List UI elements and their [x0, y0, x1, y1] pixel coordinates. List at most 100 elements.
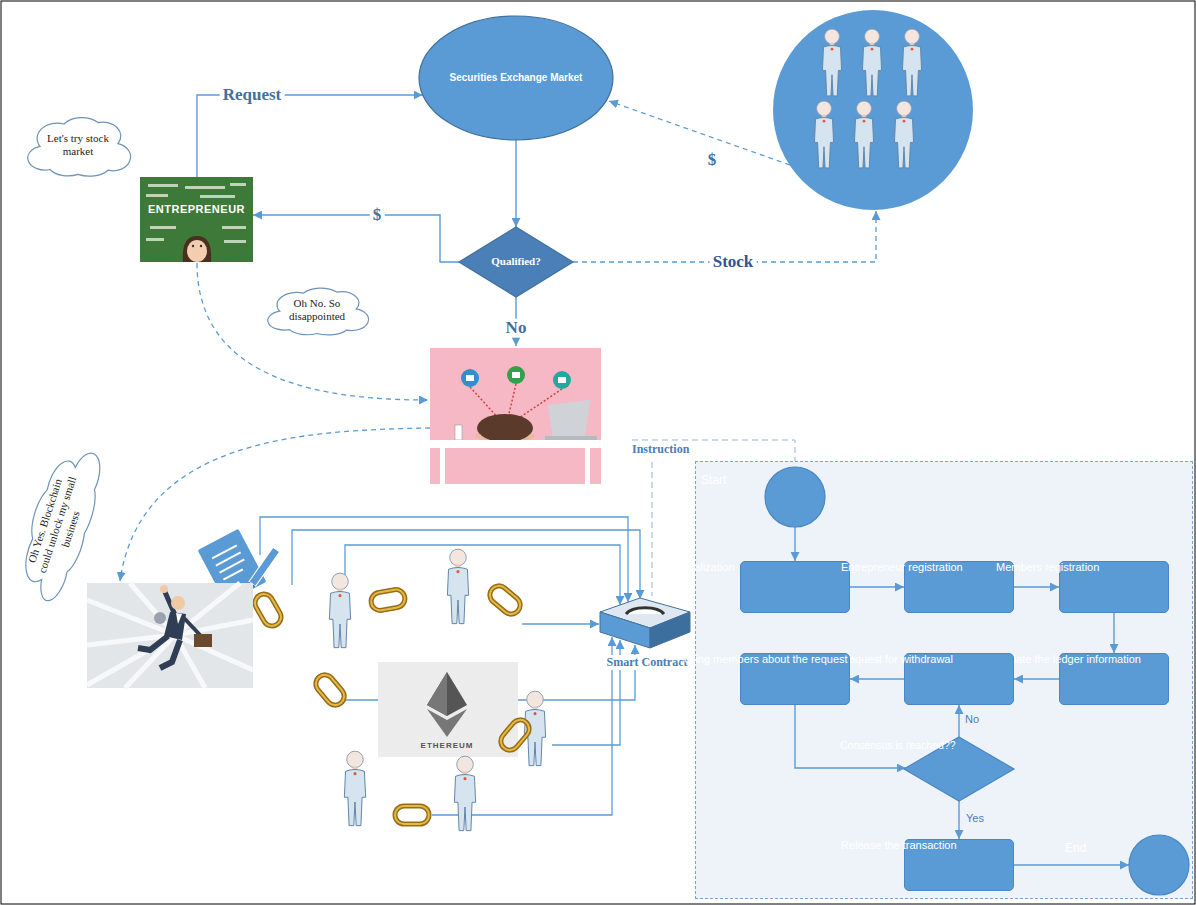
flying-man-picture	[160, 585, 168, 593]
node-text-holder: Oh No. So disappointed	[268, 287, 366, 333]
entrepreneur-photo	[230, 183, 246, 186]
terminal-circle-outline	[765, 467, 825, 527]
dashed-flow-line	[197, 263, 428, 400]
thought-cloud-outline	[28, 118, 131, 177]
smart-contract-icon	[600, 598, 690, 648]
ethereum-logo	[427, 709, 467, 737]
investor-crowd	[773, 10, 973, 210]
decision-diamond: Qualified?	[459, 227, 573, 297]
terminal-circle-outline	[765, 467, 825, 527]
connector-arrow	[515, 140, 516, 227]
flying-man-picture	[87, 583, 253, 688]
chain-link	[395, 806, 429, 824]
ethereum-logo	[378, 662, 518, 757]
entrepreneur-photo	[148, 184, 178, 187]
thought-cloud: Oh No. So disappointed	[268, 282, 366, 338]
node-text-holder: Initialization	[741, 581, 849, 593]
connector-arrow	[958, 705, 959, 737]
flying-man-picture	[171, 596, 185, 610]
node-label: Release the transaction	[841, 839, 957, 852]
connector-arrow	[1014, 678, 1059, 679]
node-label: Smart Contract	[605, 655, 690, 671]
network-line	[345, 545, 620, 605]
dashed-flow-line	[120, 428, 430, 581]
entrepreneur-photo	[200, 195, 235, 198]
edge-label: Yes	[966, 812, 984, 825]
contract-document	[223, 569, 242, 579]
connector-arrow	[197, 95, 423, 177]
node-label: Polling members about the request	[677, 653, 848, 666]
flying-man-picture	[160, 640, 180, 668]
ethereum-logo	[427, 672, 447, 716]
node-text-holder: End	[1129, 861, 1189, 869]
process-box: Polling members about the request	[740, 653, 850, 705]
node-label: Consensus is reached??	[840, 739, 956, 751]
flying-man-picture	[176, 613, 182, 624]
entrepreneur-photo	[185, 186, 225, 189]
node-label: ENTREPRENEUR	[144, 203, 249, 216]
disappointed-photo	[430, 440, 601, 448]
node-text-holder: Release the transaction	[905, 859, 1013, 871]
connector-arrow	[795, 705, 906, 768]
instruction-panel-ground	[695, 461, 1193, 899]
chain-link	[252, 582, 533, 824]
entrepreneur-photo	[146, 238, 164, 241]
network-line	[522, 623, 599, 624]
node-label: Initialization	[677, 561, 734, 574]
disappointed-photo	[507, 366, 525, 384]
market-ellipse: Securities Exchange Market	[419, 16, 613, 140]
process-box: Update the ledger information	[1059, 653, 1169, 705]
connector-arrow	[1014, 864, 1129, 865]
entrepreneur-photo	[146, 194, 168, 197]
node-text-holder: Qualified?	[459, 243, 573, 280]
disappointed-photo	[585, 448, 590, 484]
chain-link	[312, 671, 348, 709]
node-label: End	[1065, 841, 1086, 855]
disappointed-photo	[548, 400, 590, 438]
entrepreneur-photo	[224, 240, 246, 243]
thought-cloud-outline	[268, 288, 369, 335]
smart-contract-icon	[650, 612, 690, 648]
node-label: Qualified?	[485, 255, 547, 268]
flying-man-picture	[194, 634, 212, 647]
instruction-panel: InstructionStartInitializationEntreprene…	[695, 461, 1193, 899]
thought-cloud: Let's try stock market	[28, 110, 128, 180]
flying-man-picture	[87, 635, 175, 685]
connector-arrow	[1113, 613, 1114, 653]
investor-crowd	[862, 29, 881, 96]
network-member	[329, 573, 350, 647]
disappointed-photo	[430, 348, 601, 484]
terminal-circle: End	[1129, 835, 1189, 895]
entrepreneur-picture: ENTREPRENEUR	[140, 177, 253, 262]
terminal-circle-outline	[1129, 835, 1189, 895]
node-text-holder: Consensus is reached??	[904, 759, 1014, 779]
flying-man-picture	[87, 583, 253, 688]
node-text-holder: Polling members about the request	[741, 673, 849, 685]
network-member	[447, 549, 468, 623]
decision-diamond: Consensus is reached??	[904, 737, 1014, 801]
investor-crowd	[894, 101, 913, 168]
chain-link	[497, 716, 533, 754]
flying-man-picture	[175, 635, 253, 670]
node-label: Update the ledger information	[996, 653, 1141, 666]
node-text-holder: Members registration	[1060, 581, 1168, 593]
decision-diamond-outline	[459, 227, 573, 297]
node-text-holder: Entrepreneur registration	[905, 581, 1013, 593]
entrepreneur-photo	[200, 245, 202, 247]
node-label: Oh No. So disappointed	[282, 297, 352, 323]
chain-link	[486, 582, 524, 618]
flying-man-picture	[87, 600, 175, 635]
process-box: Initialization	[740, 561, 850, 613]
disappointed-photo	[455, 425, 462, 440]
investor-crowd	[902, 29, 921, 96]
flying-man-picture	[138, 636, 168, 650]
disappointed-photo	[512, 372, 520, 378]
disappointed-photo	[430, 348, 601, 484]
node-text-holder: Oh Yes. Blockchain could unlock my small…	[7, 444, 110, 605]
terminal-circle-outline	[1129, 835, 1189, 895]
node-label: Entrepreneur registration	[841, 561, 963, 574]
node-label: Start	[701, 473, 726, 487]
